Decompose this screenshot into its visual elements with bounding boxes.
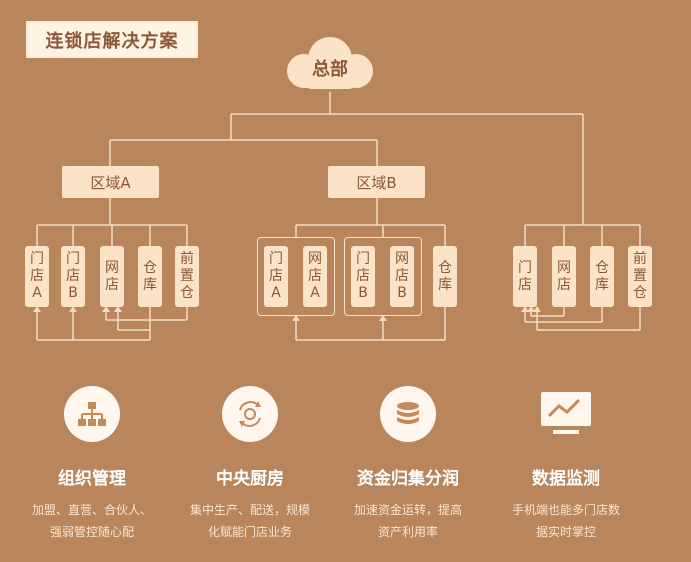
hq-cloud-icon — [287, 37, 373, 89]
feature-desc-line: 据实时掌控 — [535, 525, 596, 539]
store-b-5: 仓库 — [433, 246, 457, 307]
feature-desc: 加速资金运转，提高 资产利用率 — [333, 499, 483, 543]
feature-desc-line: 加速资金运转，提高 — [353, 503, 462, 517]
feature-data: 数据监测 手机端也能多门店数 据实时掌控 — [491, 386, 641, 543]
feature-desc-line: 加盟、直营、合伙人、 — [31, 503, 152, 517]
feature-org: 组织管理 加盟、直营、合伙人、 强弱管控随心配 — [17, 386, 167, 543]
store-c-1: 门店 — [513, 246, 537, 307]
store-c-4: 前置仓 — [628, 246, 652, 307]
store-c-2: 网店 — [552, 246, 576, 307]
feature-desc: 集中生产、配送，规模 化赋能门店业务 — [175, 499, 325, 543]
store-a-3: 网店 — [100, 246, 124, 307]
feature-desc: 加盟、直营、合伙人、 强弱管控随心配 — [17, 499, 167, 543]
page-title: 连锁店解决方案 — [26, 21, 198, 58]
feature-funds: 资金归集分润 加速资金运转，提高 资产利用率 — [333, 386, 483, 543]
store-a-5: 前置仓 — [175, 246, 199, 307]
monitor-chart-icon — [538, 386, 594, 442]
feature-title: 数据监测 — [532, 469, 600, 489]
feature-title: 中央厨房 — [216, 469, 284, 489]
feature-desc-line: 集中生产、配送，规模 — [189, 503, 310, 517]
feature-desc-line: 手机端也能多门店数 — [511, 503, 620, 517]
org-chart-icon — [64, 386, 120, 442]
feature-title: 资金归集分润 — [357, 469, 459, 489]
store-group-b1 — [257, 237, 335, 316]
feature-title: 组织管理 — [58, 469, 126, 489]
feature-desc-line: 化赋能门店业务 — [207, 525, 292, 539]
feature-desc-line: 资产利用率 — [377, 525, 438, 539]
gear-cycle-icon — [222, 386, 278, 442]
store-a-4: 仓库 — [138, 246, 162, 307]
store-c-3: 仓库 — [590, 246, 614, 307]
region-a: 区域A — [62, 166, 159, 198]
feature-kitchen: 中央厨房 集中生产、配送，规模 化赋能门店业务 — [175, 386, 325, 543]
feature-desc-line: 强弱管控随心配 — [49, 525, 134, 539]
store-group-b2 — [344, 237, 422, 316]
coin-stack-icon — [380, 386, 436, 442]
feature-desc: 手机端也能多门店数 据实时掌控 — [491, 499, 641, 543]
hq-label: 总部 — [312, 59, 348, 80]
region-b: 区域B — [328, 166, 425, 198]
